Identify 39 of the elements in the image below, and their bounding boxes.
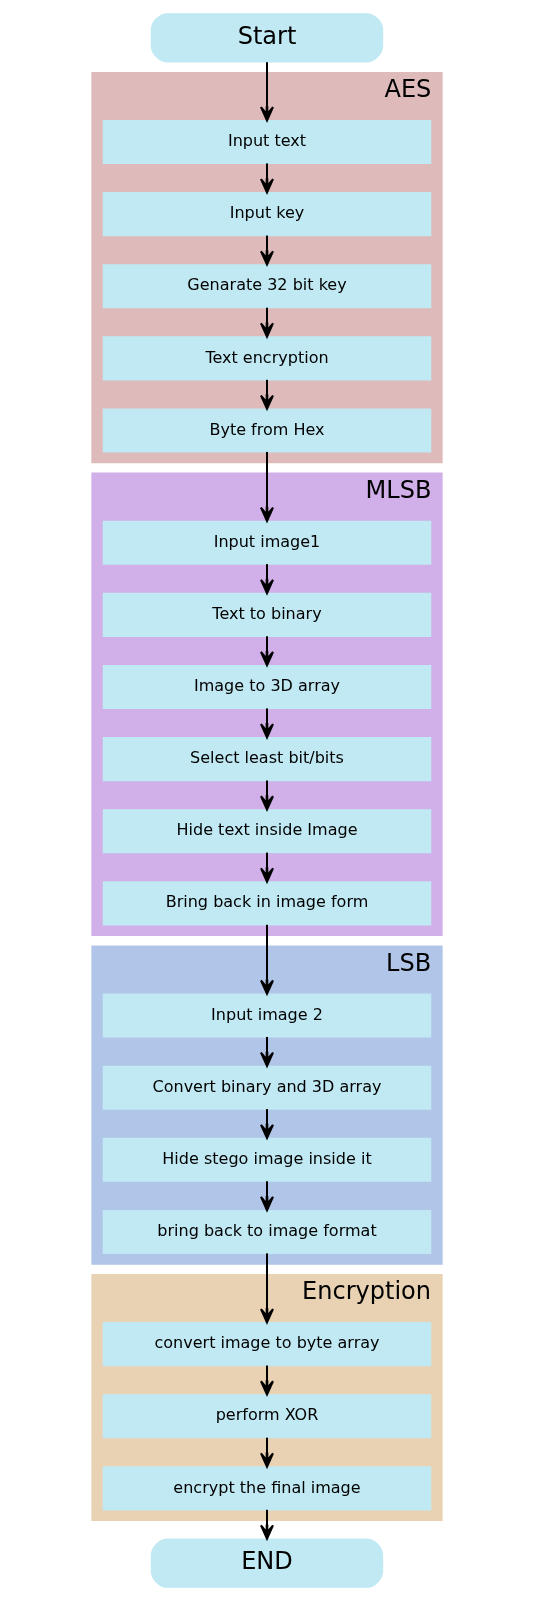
node-box: Genarate 32 bit key — [102, 264, 432, 309]
node-box: Convert binary and 3D array — [102, 1065, 432, 1110]
node-box: Input image 2 — [102, 993, 432, 1038]
node-box: Text encryption — [102, 336, 432, 381]
arrow — [260, 1180, 274, 1212]
arrow — [260, 1436, 274, 1468]
node-box: Input image1 — [102, 520, 432, 565]
node-box: Byte from Hex — [102, 408, 432, 453]
arrow — [260, 563, 274, 595]
node-box: Start — [150, 13, 384, 63]
arrow — [260, 923, 274, 995]
arrow — [260, 851, 274, 883]
node-box: Input key — [102, 192, 432, 237]
node-box: Text to binary — [102, 592, 432, 637]
node-box: perform XOR — [102, 1394, 432, 1439]
arrow — [260, 779, 274, 811]
arrow — [260, 450, 274, 523]
node-box: Select least bit/bits — [102, 737, 432, 782]
node-box: Hide text inside Image — [102, 809, 432, 854]
arrow — [260, 378, 274, 410]
arrow — [260, 1364, 274, 1396]
node-box: Bring back in image form — [102, 881, 432, 926]
arrow — [260, 1252, 274, 1324]
arrow — [260, 1508, 274, 1540]
arrow — [260, 1108, 274, 1140]
node-box: Hide stego image inside it — [102, 1137, 432, 1182]
arrow — [260, 306, 274, 338]
arrow — [260, 234, 274, 266]
node-box: END — [150, 1538, 384, 1588]
arrow — [260, 1035, 274, 1068]
node-box: bring back to image format — [102, 1209, 432, 1254]
arrow — [260, 635, 274, 667]
arrow — [260, 707, 274, 739]
node-box: encrypt the final image — [102, 1466, 432, 1511]
arrow — [260, 162, 274, 194]
node-box: Input text — [102, 120, 432, 165]
node-box: Image to 3D array — [102, 664, 432, 709]
arrow — [260, 61, 274, 122]
node-box: convert image to byte array — [102, 1322, 432, 1367]
